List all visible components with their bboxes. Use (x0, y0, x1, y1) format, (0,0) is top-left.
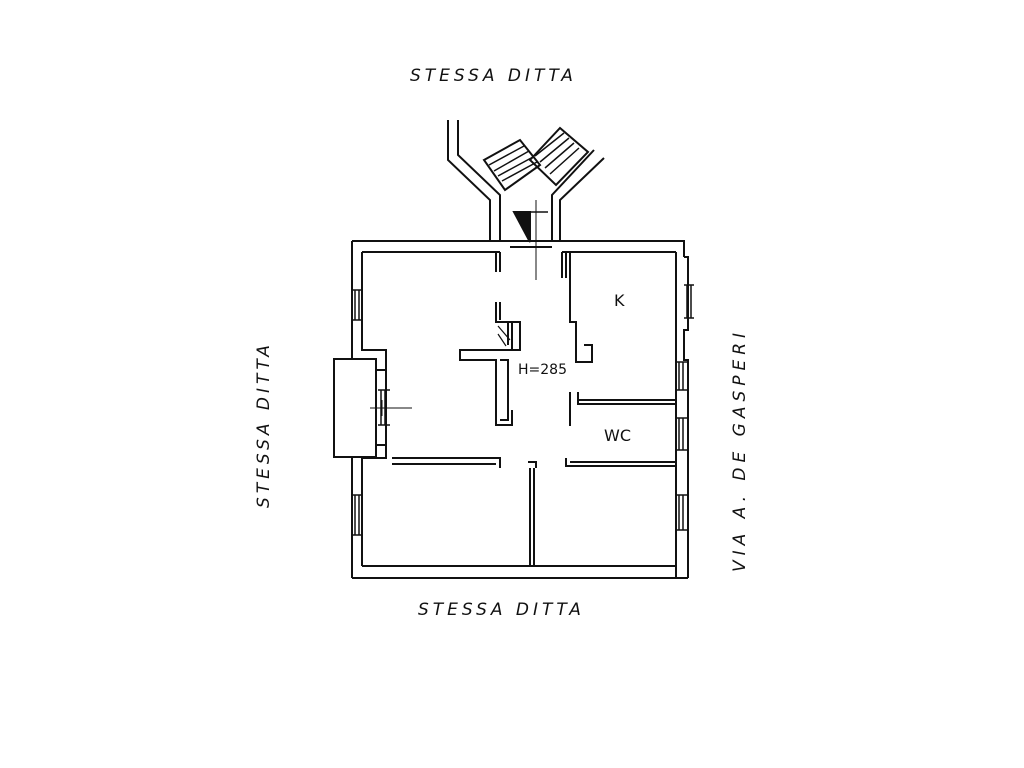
room-bathroom-label: WC (604, 426, 631, 445)
label-top: STESSA DITTA (410, 66, 577, 86)
outer-walls (351, 240, 689, 579)
label-bottom: STESSA DITTA (418, 600, 585, 620)
entrance-arrow (512, 200, 548, 280)
label-left: STESSA DITTA (254, 341, 274, 508)
room-kitchen-label: K (614, 291, 625, 310)
section-line (370, 400, 412, 416)
label-right: VIA A. DE GASPERI (730, 327, 750, 572)
internal-walls (392, 252, 676, 566)
windows (352, 284, 694, 536)
ceiling-height-label: H=285 (518, 362, 567, 378)
